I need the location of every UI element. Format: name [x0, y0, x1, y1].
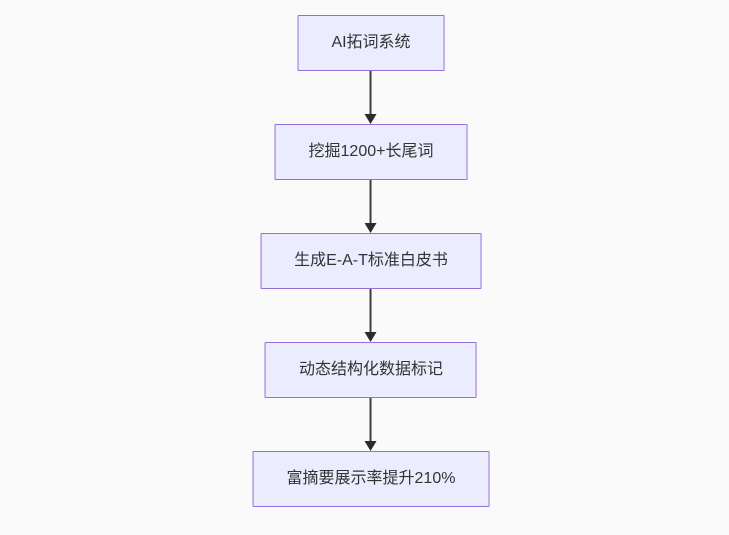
- flow-edge-2: [365, 180, 377, 233]
- flow-node-ai-keyword-system: AI拓词系统: [297, 15, 445, 71]
- flow-node-label: 动态结构化数据标记: [298, 361, 443, 378]
- flow-node-structured-data-markup: 动态结构化数据标记: [264, 342, 477, 398]
- flow-node-label: 富摘要展示率提升210%: [286, 470, 456, 487]
- flow-node-label: AI拓词系统: [331, 34, 411, 51]
- flow-node-eat-whitepaper: 生成E-A-T标准白皮书: [260, 233, 482, 289]
- flow-node-label: 生成E-A-T标准白皮书: [294, 252, 448, 269]
- arrow-down-icon: [365, 332, 377, 342]
- arrow-line: [370, 398, 372, 441]
- flow-edge-1: [365, 71, 377, 124]
- flowchart: AI拓词系统 挖掘1200+长尾词 生成E-A-T标准白皮书 动态结构化数据标记: [252, 15, 490, 507]
- flow-node-rich-snippet-result: 富摘要展示率提升210%: [252, 451, 490, 507]
- arrow-line: [370, 180, 372, 223]
- flow-edge-4: [365, 398, 377, 451]
- arrow-down-icon: [365, 114, 377, 124]
- flow-edge-3: [365, 289, 377, 342]
- arrow-line: [370, 71, 372, 114]
- flow-node-label: 挖掘1200+长尾词: [308, 143, 434, 160]
- arrow-line: [370, 289, 372, 332]
- arrow-down-icon: [365, 223, 377, 233]
- flow-node-longtail-mining: 挖掘1200+长尾词: [274, 124, 468, 180]
- arrow-down-icon: [365, 441, 377, 451]
